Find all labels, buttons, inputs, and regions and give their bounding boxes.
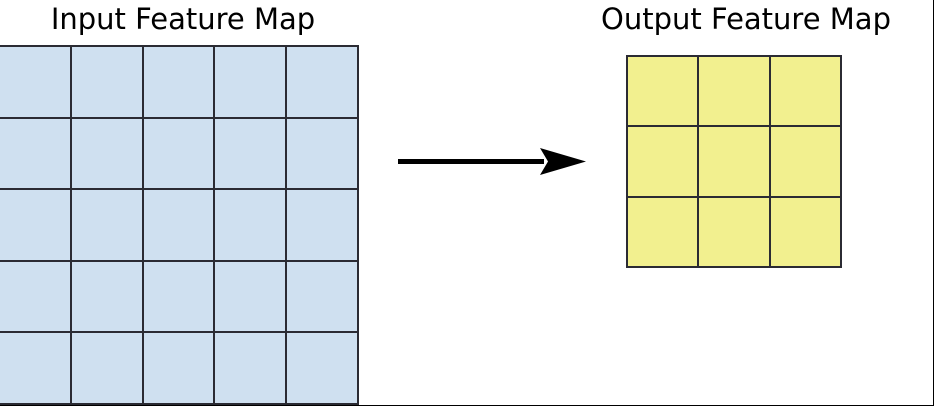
input-cell bbox=[0, 261, 70, 332]
input-cell bbox=[71, 47, 142, 117]
output-cell bbox=[770, 127, 840, 196]
input-cell bbox=[215, 261, 286, 332]
input-cell bbox=[0, 118, 70, 189]
input-feature-map-title: Input Feature Map bbox=[50, 2, 316, 36]
output-cell bbox=[770, 197, 840, 266]
input-cell bbox=[287, 47, 357, 117]
input-cell bbox=[287, 118, 357, 189]
input-cell bbox=[71, 190, 142, 260]
output-cell bbox=[628, 57, 698, 126]
input-cell bbox=[143, 190, 214, 260]
output-feature-map-grid bbox=[626, 55, 842, 268]
input-cell bbox=[215, 190, 286, 260]
input-cell bbox=[143, 118, 214, 189]
input-cell bbox=[287, 333, 357, 403]
input-cell bbox=[71, 333, 142, 403]
input-cell bbox=[215, 333, 286, 403]
output-cell bbox=[770, 57, 840, 126]
input-cell bbox=[287, 261, 357, 332]
output-cell bbox=[699, 57, 769, 126]
input-cell bbox=[0, 47, 70, 117]
output-cell bbox=[628, 127, 698, 196]
output-cell bbox=[699, 197, 769, 266]
input-cell bbox=[143, 261, 214, 332]
input-cell bbox=[71, 118, 142, 189]
input-cell bbox=[143, 47, 214, 117]
input-cell bbox=[71, 261, 142, 332]
output-cell bbox=[699, 127, 769, 196]
input-cell bbox=[0, 190, 70, 260]
input-cell bbox=[143, 333, 214, 403]
output-cell bbox=[628, 197, 698, 266]
input-feature-map-grid bbox=[0, 45, 359, 405]
output-feature-map-title: Output Feature Map bbox=[601, 2, 891, 36]
input-cell bbox=[215, 118, 286, 189]
transform-arrow-icon bbox=[398, 148, 586, 175]
input-cell bbox=[215, 47, 286, 117]
input-cell bbox=[287, 190, 357, 260]
input-cell bbox=[0, 333, 70, 403]
